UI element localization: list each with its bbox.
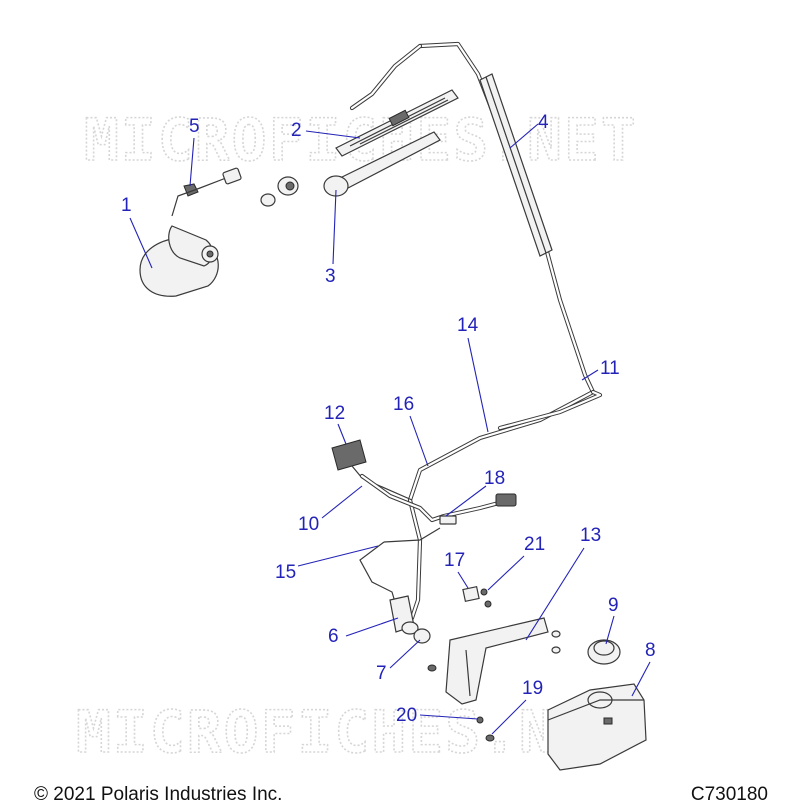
callout-19: 19 xyxy=(491,678,543,735)
svg-text:21: 21 xyxy=(524,534,545,555)
callout-2: 2 xyxy=(291,120,361,141)
svg-text:9: 9 xyxy=(608,595,619,616)
svg-text:15: 15 xyxy=(275,562,296,583)
callout-5: 5 xyxy=(189,116,200,187)
callout-11: 11 xyxy=(581,358,620,381)
callout-14: 14 xyxy=(457,315,489,433)
svg-text:17: 17 xyxy=(444,550,465,571)
callout-8: 8 xyxy=(631,640,656,697)
callout-17: 17 xyxy=(444,550,469,589)
svg-text:2: 2 xyxy=(291,120,302,141)
callout-4: 4 xyxy=(509,112,549,149)
part-7-grommet xyxy=(413,628,437,672)
svg-text:18: 18 xyxy=(484,468,505,489)
callout-3: 3 xyxy=(325,189,337,287)
part-4-hose-sleeve xyxy=(479,73,553,257)
wiring-harness xyxy=(359,473,517,613)
part-3-wiper-arm xyxy=(323,131,441,197)
callout-18: 18 xyxy=(445,468,505,517)
part-1-wiper-motor xyxy=(139,167,242,297)
watermark-bottom: MICROFICHES.NET xyxy=(76,698,630,766)
svg-text:19: 19 xyxy=(522,678,543,699)
svg-text:5: 5 xyxy=(189,116,200,137)
callout-16: 16 xyxy=(393,394,429,467)
part-21-clip xyxy=(480,588,492,608)
part-12-connector xyxy=(331,439,413,501)
callout-20: 20 xyxy=(396,705,479,726)
callout-21: 21 xyxy=(487,534,545,591)
callout-15: 15 xyxy=(275,545,379,583)
svg-text:12: 12 xyxy=(324,403,345,424)
svg-text:3: 3 xyxy=(325,266,336,287)
svg-text:13: 13 xyxy=(580,525,601,546)
svg-text:4: 4 xyxy=(538,112,549,133)
svg-text:16: 16 xyxy=(393,394,414,415)
svg-text:6: 6 xyxy=(328,626,339,647)
svg-text:1: 1 xyxy=(121,195,132,216)
part-2-wiper-blade xyxy=(335,89,459,157)
svg-text:11: 11 xyxy=(600,358,620,379)
svg-text:8: 8 xyxy=(645,640,656,661)
callout-13: 13 xyxy=(525,525,601,641)
svg-text:10: 10 xyxy=(298,514,319,535)
svg-text:7: 7 xyxy=(376,663,387,684)
callout-7: 7 xyxy=(376,639,421,684)
part-9-reservoir-cap xyxy=(587,639,621,665)
svg-text:14: 14 xyxy=(457,315,479,336)
part-8-washer-reservoir xyxy=(547,683,647,771)
callout-12: 12 xyxy=(324,403,347,445)
callout-9: 9 xyxy=(605,595,619,645)
part-6-washer-pump xyxy=(389,595,419,635)
diagram-code: C730180 xyxy=(690,784,768,805)
svg-text:20: 20 xyxy=(396,705,417,726)
part-13-bracket xyxy=(445,617,549,705)
callout-1: 1 xyxy=(121,195,153,269)
wiper-shaft-hardware xyxy=(260,176,299,207)
bracket-fasteners xyxy=(551,630,561,654)
part-19-screw xyxy=(485,734,495,742)
callout-6: 6 xyxy=(328,617,399,647)
callout-10: 10 xyxy=(298,485,363,535)
part-20-screw xyxy=(476,716,484,724)
copyright-text: © 2021 Polaris Industries Inc. xyxy=(34,784,283,805)
part-17-pad xyxy=(462,585,480,603)
